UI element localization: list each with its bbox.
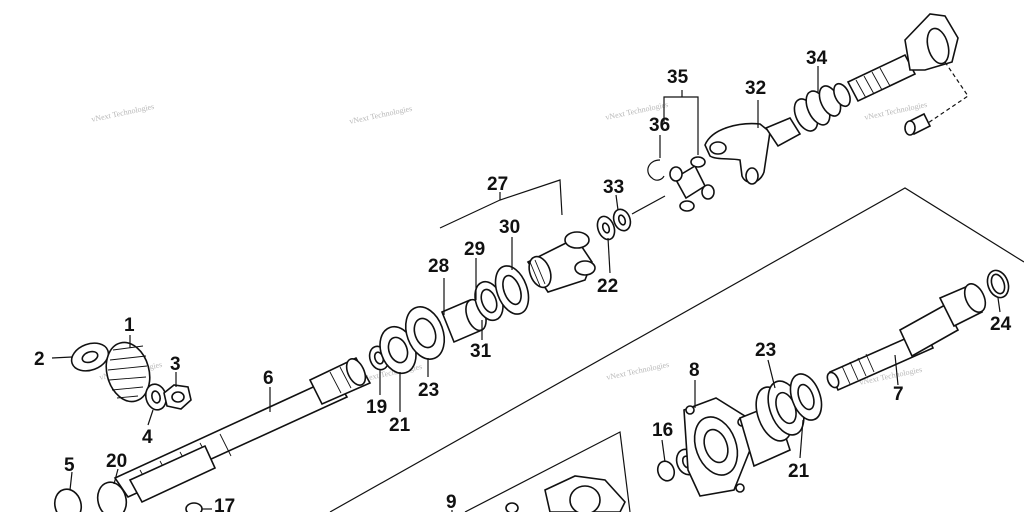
callout-1: 1 [124,315,135,336]
callout-33: 33 [603,177,624,198]
boot-34 [793,82,851,132]
bushing-22 [596,215,616,241]
callout-8: 8 [689,360,700,381]
callout-17: 17 [214,496,235,512]
gear-1 [105,341,151,403]
callout-21-right: 21 [788,461,810,482]
axis-line [631,195,666,215]
bolt-small [904,112,932,136]
inner-box-border [464,431,631,512]
callout-31: 31 [470,341,492,362]
callout-20: 20 [106,451,127,472]
clip-36 [647,159,665,181]
callout-4: 4 [142,427,153,448]
seal-33 [612,208,632,232]
watermark: vNext Technologies [91,102,155,124]
ring-30 [494,265,530,315]
shaft-7 [826,283,987,392]
leader-dashed [924,61,969,126]
callout-22: 22 [597,276,618,297]
yoke-32 [704,117,802,185]
universal-joint-35 [669,156,715,212]
callout-29: 29 [464,239,485,260]
callout-9: 9 [446,492,457,512]
flange-9 [505,475,626,512]
watermark: vNext Technologies [349,104,413,126]
bearing-23-right [755,380,805,442]
leader-lines [51,66,1001,512]
callouts: 2 1 3 4 6 19 21 23 28 29 31 30 27 22 33 … [34,48,1012,512]
callout-24: 24 [990,314,1012,335]
callout-7: 7 [893,384,904,405]
bolt-17 [185,502,203,512]
callout-27: 27 [487,174,508,195]
callout-35: 35 [667,67,689,88]
callout-16: 16 [652,420,673,441]
watermarks: vNext Technologies vNext Technologies vN… [91,100,928,387]
nut-3 [163,384,192,410]
callout-19: 19 [366,397,387,418]
callout-2: 2 [34,349,45,370]
upper-shaft [846,13,959,103]
subassembly-border [329,187,1024,512]
callout-34: 34 [806,48,828,69]
callout-28: 28 [428,256,449,277]
yoke-27 [526,231,596,293]
callout-3: 3 [170,354,181,375]
bearing-23-left [404,306,446,360]
callout-36: 36 [649,115,670,136]
callout-5: 5 [64,455,75,476]
bearing-21-right [789,373,823,421]
washer-4 [144,383,168,411]
callout-6: 6 [263,368,274,389]
callout-23-right: 23 [755,340,776,361]
callout-32: 32 [745,78,766,99]
ring-24 [986,269,1010,299]
watermark: vNext Technologies [606,360,670,382]
callout-21-left: 21 [389,415,411,436]
callout-23-left: 23 [418,380,439,401]
washer-2 [70,342,110,372]
shaft-6 [113,356,372,504]
callout-30: 30 [499,217,520,238]
gear-20 [96,481,128,512]
gear-5 [53,488,83,512]
